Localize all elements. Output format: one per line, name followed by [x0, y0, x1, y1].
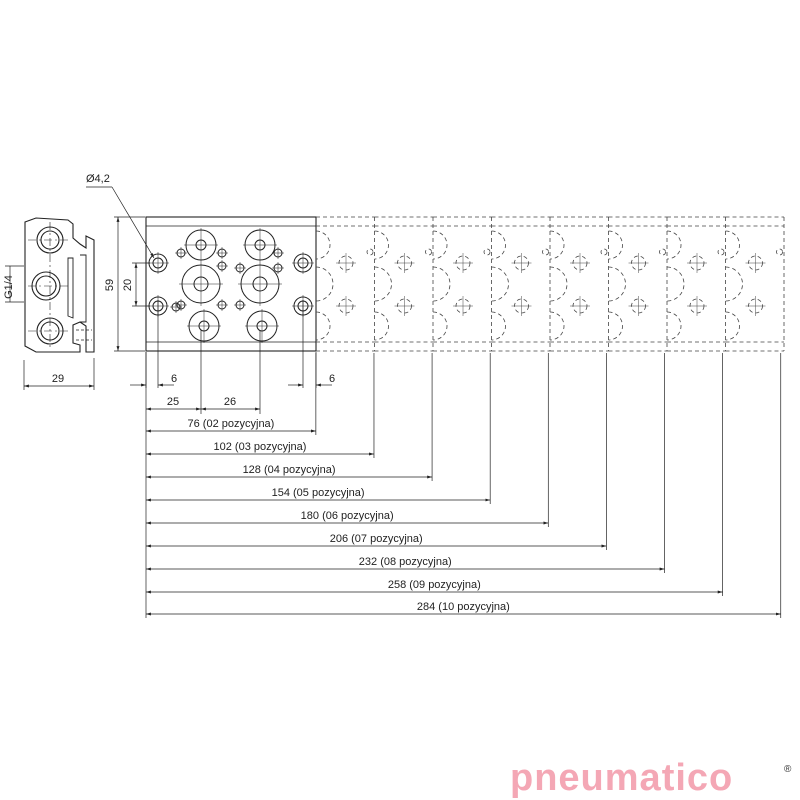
port-cutout — [374, 266, 392, 302]
segment-screw — [600, 248, 608, 256]
length-label: 102 (03 pozycyjna) — [214, 441, 307, 453]
segment-screw — [483, 248, 491, 256]
length-dimensions: 76 (02 pozycyjna) 102 (03 pozycyjna) 128 (… — [145, 352, 782, 618]
port-cutout — [549, 230, 565, 260]
port-cutout — [666, 230, 682, 260]
length-dimension — [146, 353, 665, 573]
side-view-outline — [24, 217, 95, 353]
port-cutout — [491, 266, 509, 302]
side-width-label: 29 — [52, 373, 64, 385]
port-cutout — [491, 311, 506, 341]
length-label: 128 (04 pozycyjna) — [243, 464, 336, 476]
length-dimension — [146, 353, 433, 481]
length-dimension — [146, 353, 375, 458]
side-view — [24, 217, 95, 353]
segment-screw — [659, 248, 666, 256]
height-label: 59 — [104, 279, 116, 291]
manifold-body — [145, 216, 317, 352]
port-cutout — [374, 311, 389, 341]
length-label: 284 (10 pozycyjna) — [417, 601, 510, 613]
first-port-label: 25 — [167, 396, 179, 408]
length-label: 232 (08 pozycyjna) — [359, 556, 452, 568]
port-cutout — [315, 230, 331, 260]
port-pitch-label: 26 — [224, 396, 236, 408]
port-cutout — [491, 230, 506, 260]
segment-screw — [776, 248, 783, 256]
registered-mark: ® — [784, 764, 792, 775]
port-cutout — [666, 266, 685, 302]
length-label: 258 (09 pozycyjna) — [388, 579, 481, 591]
port-cutout — [608, 311, 623, 341]
length-dimension — [146, 353, 723, 596]
length-label: 76 (02 pozycyjna) — [188, 418, 275, 430]
side-view-dimensions — [5, 265, 95, 390]
side-view-profile — [67, 254, 87, 323]
port-cutout — [549, 266, 568, 302]
front-view-holes — [147, 228, 314, 343]
right-offset-label: 6 — [329, 373, 335, 385]
port-cutout — [549, 311, 565, 341]
port-cutout — [608, 266, 626, 302]
port-cutout — [432, 311, 448, 341]
hole-diameter-label: Ø4,2 — [86, 173, 110, 185]
port-cutout — [315, 266, 334, 302]
length-label: 206 (07 pozycyjna) — [330, 533, 423, 545]
port-cutout — [725, 266, 743, 302]
length-dimension — [146, 353, 317, 435]
port-cutout — [725, 230, 740, 260]
pneumatico-logo: pneumatico ® — [510, 758, 792, 798]
segment-screw — [425, 248, 432, 256]
pitch-label: 20 — [122, 279, 134, 291]
length-label: 154 (05 pozycyjna) — [272, 487, 365, 499]
port-cutout — [315, 311, 331, 341]
front-view-dimensions — [86, 186, 332, 414]
length-dimension — [146, 353, 782, 618]
length-label: 180 (06 pozycyjna) — [301, 510, 394, 522]
front-view — [145, 216, 317, 352]
port-cutout — [432, 266, 451, 302]
length-dimension — [146, 353, 491, 504]
extension-segments — [315, 216, 785, 352]
port-cutout — [725, 311, 740, 341]
port-cutout — [666, 311, 682, 341]
port-cutout — [432, 230, 448, 260]
port-cutout — [608, 230, 623, 260]
length-dimension — [146, 353, 607, 550]
left-offset-label: 6 — [171, 373, 177, 385]
length-dimension — [146, 353, 549, 527]
segment-screw — [542, 248, 549, 256]
segment-screw — [717, 248, 725, 256]
logo-wordmark: pneumatico — [510, 758, 733, 798]
thread-size-label: G1/4 — [3, 275, 15, 299]
segment-screw — [366, 248, 374, 256]
port-cutout — [374, 230, 389, 260]
